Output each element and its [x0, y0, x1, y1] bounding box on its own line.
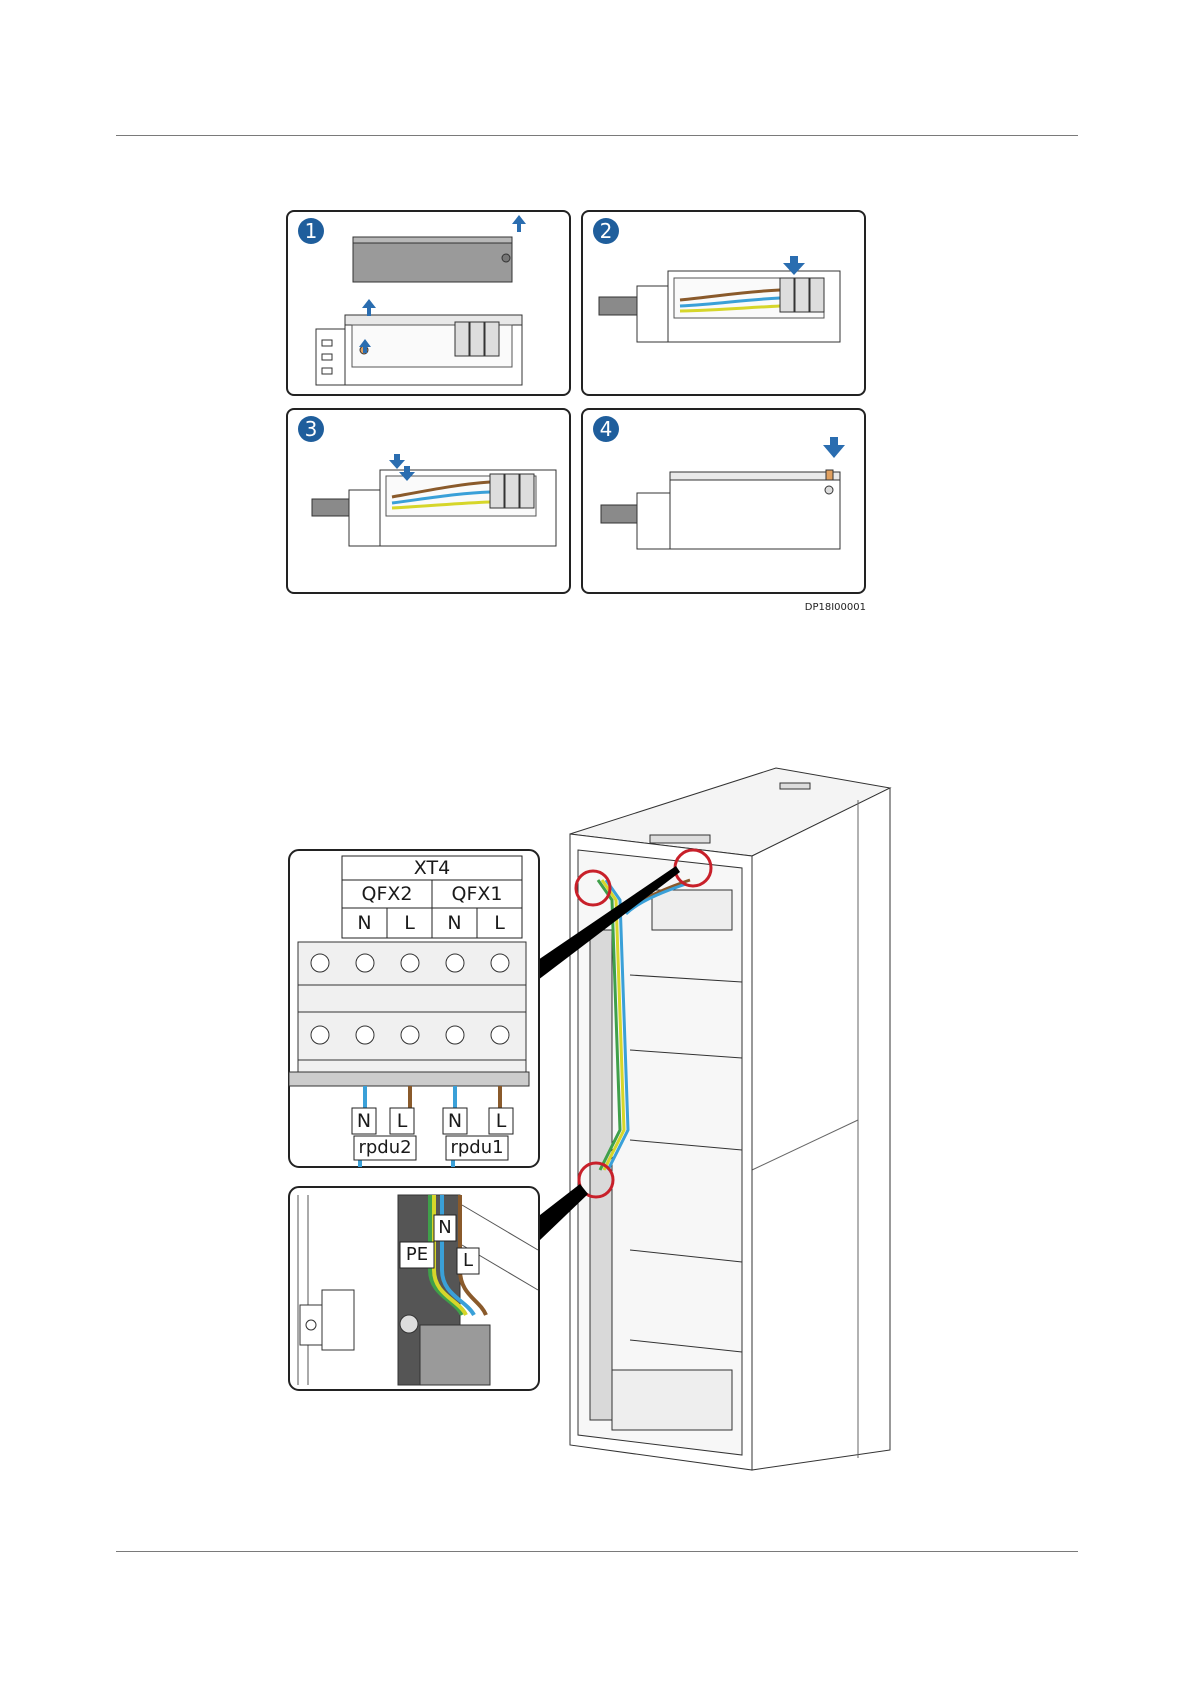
footer-rule — [116, 1551, 1078, 1552]
callout-pointer — [538, 866, 680, 980]
ground-label-pe: PE — [400, 1242, 434, 1268]
step-panel-2: 2 — [582, 211, 865, 395]
pole-label: L — [387, 908, 432, 938]
step-panel-3: 3 — [287, 409, 570, 593]
installation-steps-figure: 1 2 — [0, 0, 1191, 640]
cable-label: N — [443, 1108, 467, 1134]
step-number-1: 1 — [305, 219, 318, 243]
breaker-label-qfx2: QFX2 — [342, 880, 432, 908]
cabinet-wires — [598, 880, 690, 1170]
terminal-block-callout — [289, 850, 539, 1167]
step-number-2: 2 — [600, 219, 613, 243]
highlight-circle-ground — [576, 871, 610, 905]
pole-label: N — [432, 908, 477, 938]
callout-pointer — [540, 1184, 588, 1240]
breaker-label-qfx1: QFX1 — [432, 880, 522, 908]
figure-id-code: DP18I00001 — [805, 602, 866, 613]
pole-label: L — [477, 908, 522, 938]
ground-label-n: N — [434, 1215, 456, 1241]
pdu-label-rpdu2: rpdu2 — [354, 1136, 416, 1160]
highlight-circle-pe — [579, 1163, 613, 1197]
step-panel-1: 1 — [287, 211, 570, 395]
highlight-circle-terminal — [675, 850, 711, 886]
step-number-3: 3 — [305, 417, 318, 441]
cable-label: L — [489, 1108, 513, 1134]
ground-detail-callout — [289, 1187, 539, 1390]
pole-label: N — [342, 908, 387, 938]
ground-label-l: L — [457, 1248, 479, 1274]
step-number-4: 4 — [600, 417, 613, 441]
terminal-title: XT4 — [342, 856, 522, 880]
cable-label: L — [390, 1108, 414, 1134]
step-panel-4: 4 — [582, 409, 865, 593]
cabinet-illustration — [570, 768, 890, 1470]
cable-label: N — [352, 1108, 376, 1134]
pdu-label-rpdu1: rpdu1 — [446, 1136, 508, 1160]
